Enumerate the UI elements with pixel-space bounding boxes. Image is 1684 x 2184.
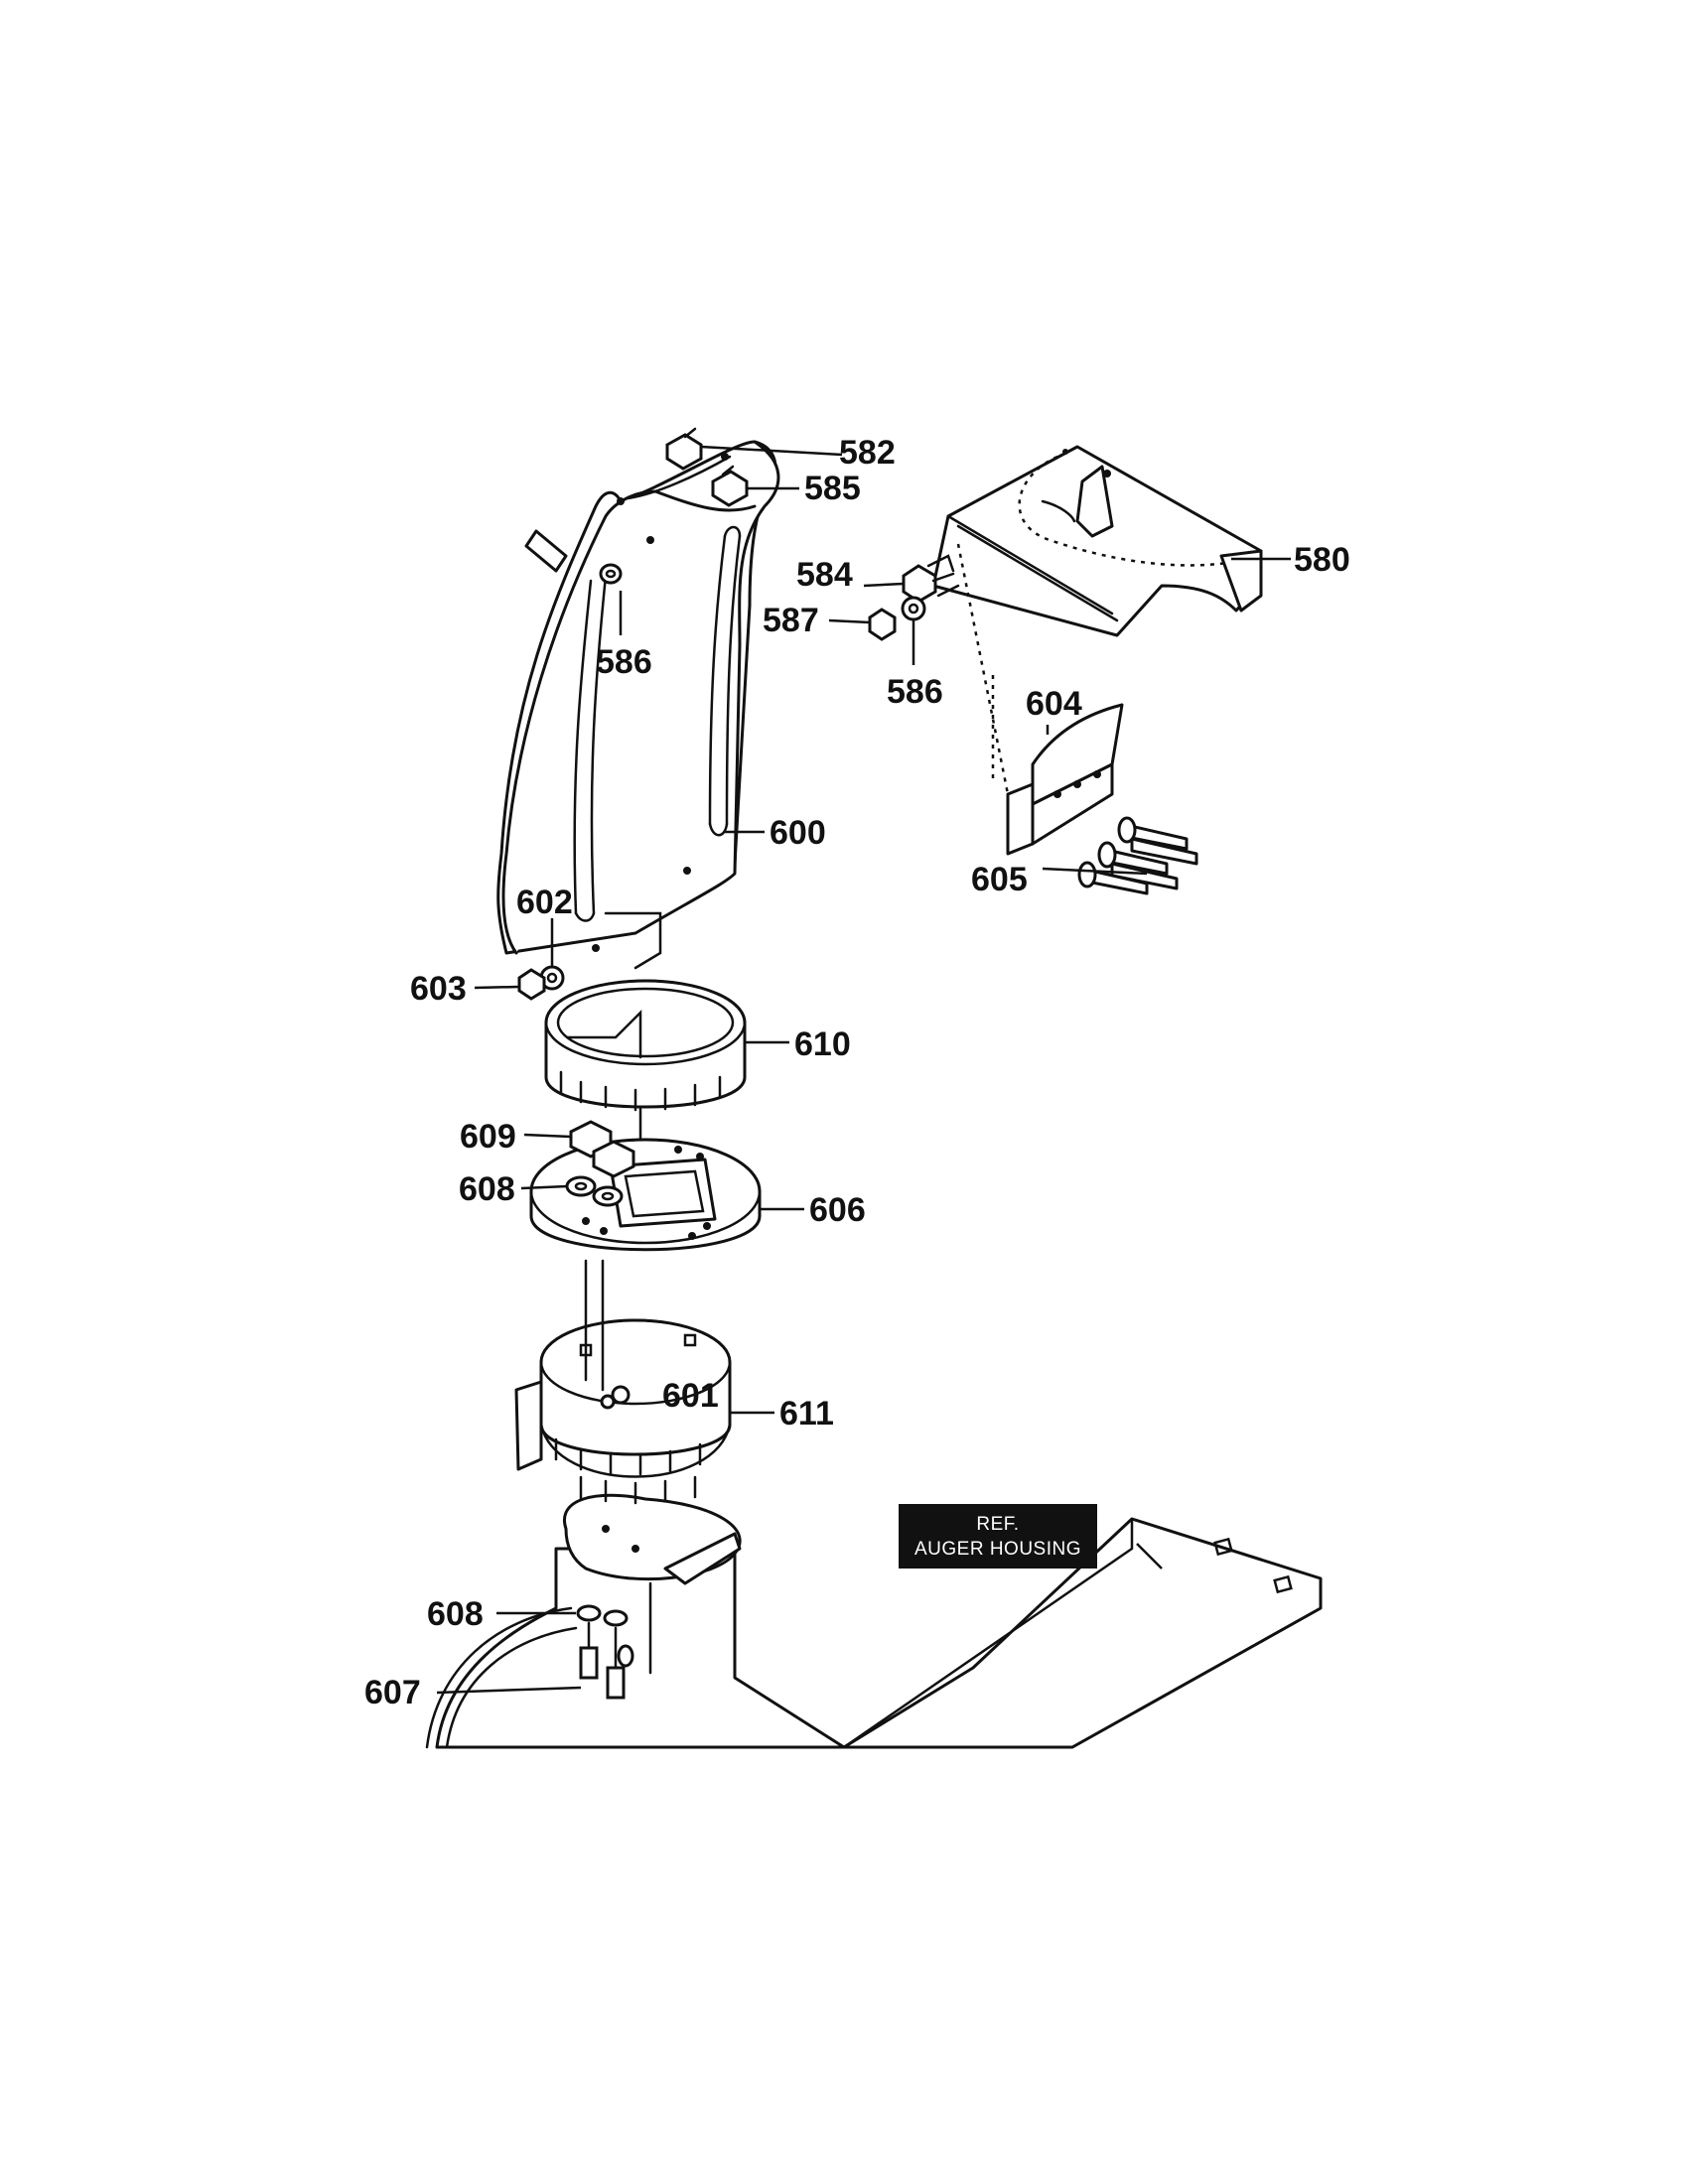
deflector-580 bbox=[931, 445, 1263, 637]
callout-608-upper: 608 bbox=[459, 1170, 515, 1208]
bolt-585 bbox=[711, 465, 749, 507]
ref-auger-housing-label: REF. AUGER HOUSING bbox=[899, 1504, 1097, 1569]
callout-580: 580 bbox=[1294, 541, 1350, 579]
washer-608-upper bbox=[565, 1175, 624, 1207]
ring-611 bbox=[514, 1318, 732, 1505]
callout-582: 582 bbox=[839, 434, 896, 472]
nut-609 bbox=[569, 1120, 635, 1178]
callout-587: 587 bbox=[763, 602, 819, 639]
callout-611: 611 bbox=[779, 1395, 834, 1433]
callout-585: 585 bbox=[804, 470, 861, 507]
chute-base-plate bbox=[563, 1493, 742, 1585]
chute-600 bbox=[496, 440, 780, 970]
ref-label-line1: REF. bbox=[976, 1514, 1019, 1535]
callout-586-chute: 586 bbox=[596, 643, 652, 681]
nut-601 bbox=[611, 1385, 631, 1405]
callout-601: 601 bbox=[662, 1377, 719, 1415]
leader-lines bbox=[436, 445, 1291, 1695]
washer-586-deflector bbox=[901, 596, 926, 621]
plate-606 bbox=[529, 1138, 762, 1252]
callout-604: 604 bbox=[1026, 685, 1082, 723]
callout-labels: 582 585 580 584 587 586 586 604 605 600 … bbox=[364, 434, 1350, 1711]
bolt-607-left bbox=[576, 1604, 602, 1680]
callout-606: 606 bbox=[809, 1191, 866, 1229]
ref-label-line2: AUGER HOUSING bbox=[914, 1539, 1081, 1560]
bracket-604 bbox=[1006, 703, 1124, 856]
bolt-582 bbox=[665, 427, 703, 471]
washer-bottom bbox=[617, 1644, 634, 1668]
callout-607: 607 bbox=[364, 1674, 421, 1711]
callout-603: 603 bbox=[410, 970, 467, 1008]
callout-602: 602 bbox=[516, 884, 573, 921]
washer-586-chute bbox=[599, 563, 623, 585]
callout-584: 584 bbox=[796, 556, 853, 594]
ring-610 bbox=[544, 979, 747, 1112]
nut-603 bbox=[517, 968, 546, 1001]
callout-586-deflector: 586 bbox=[887, 673, 943, 711]
nut-587 bbox=[868, 608, 897, 641]
bolt-607-right bbox=[603, 1609, 629, 1700]
pins-605 bbox=[1077, 816, 1198, 895]
callout-610: 610 bbox=[794, 1025, 851, 1063]
nut-584 bbox=[902, 554, 960, 604]
callout-608-lower: 608 bbox=[427, 1595, 484, 1633]
auger-housing bbox=[425, 1517, 1323, 1749]
callout-600: 600 bbox=[770, 814, 826, 852]
callout-609: 609 bbox=[460, 1118, 516, 1156]
callout-605: 605 bbox=[971, 861, 1028, 898]
